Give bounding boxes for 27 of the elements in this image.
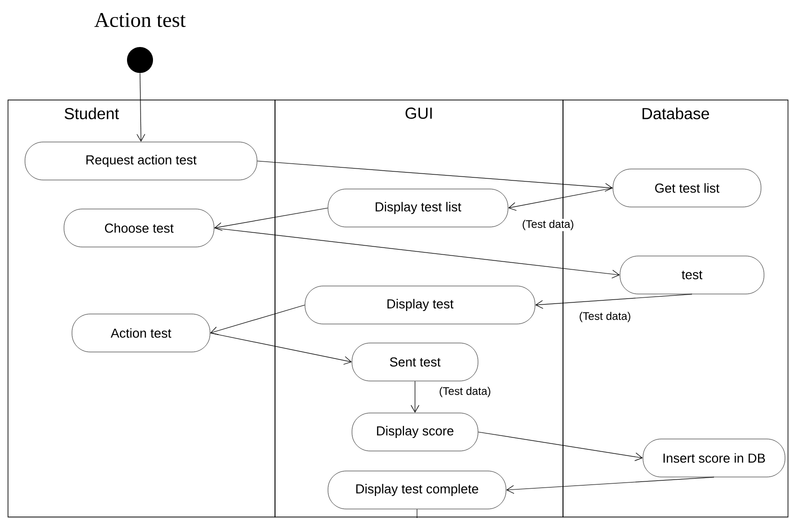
arrow <box>214 208 328 231</box>
activity-box: Action test <box>72 314 210 352</box>
activity-box: Display score <box>352 412 478 452</box>
arrow <box>256 160 613 192</box>
start-dot <box>127 47 153 73</box>
arrow <box>506 476 714 494</box>
edge-label: (Test data) <box>578 310 632 324</box>
activity-box: Display test complete <box>328 470 506 510</box>
activity-box: Request action test <box>24 142 258 180</box>
edge-label: (Test data) <box>521 218 575 232</box>
arrow <box>210 304 306 335</box>
activity-box: Insert score in DB <box>642 438 786 478</box>
arrow <box>478 432 643 462</box>
activity-box: test <box>620 256 764 294</box>
activity-box: Get test list <box>612 168 762 208</box>
arrow <box>535 294 692 309</box>
arrow <box>136 72 146 142</box>
arrow <box>210 332 352 365</box>
activity-box: Choose test <box>64 208 214 248</box>
activity-box: Display test list <box>328 188 508 228</box>
activity-box: Sent test <box>352 342 478 382</box>
arrow <box>410 380 420 413</box>
arrow <box>214 228 620 278</box>
activity-box: Display test <box>304 286 536 324</box>
edge-label: (Test data) <box>438 386 492 398</box>
start-label: Action test <box>94 12 186 28</box>
arrow <box>508 188 614 211</box>
